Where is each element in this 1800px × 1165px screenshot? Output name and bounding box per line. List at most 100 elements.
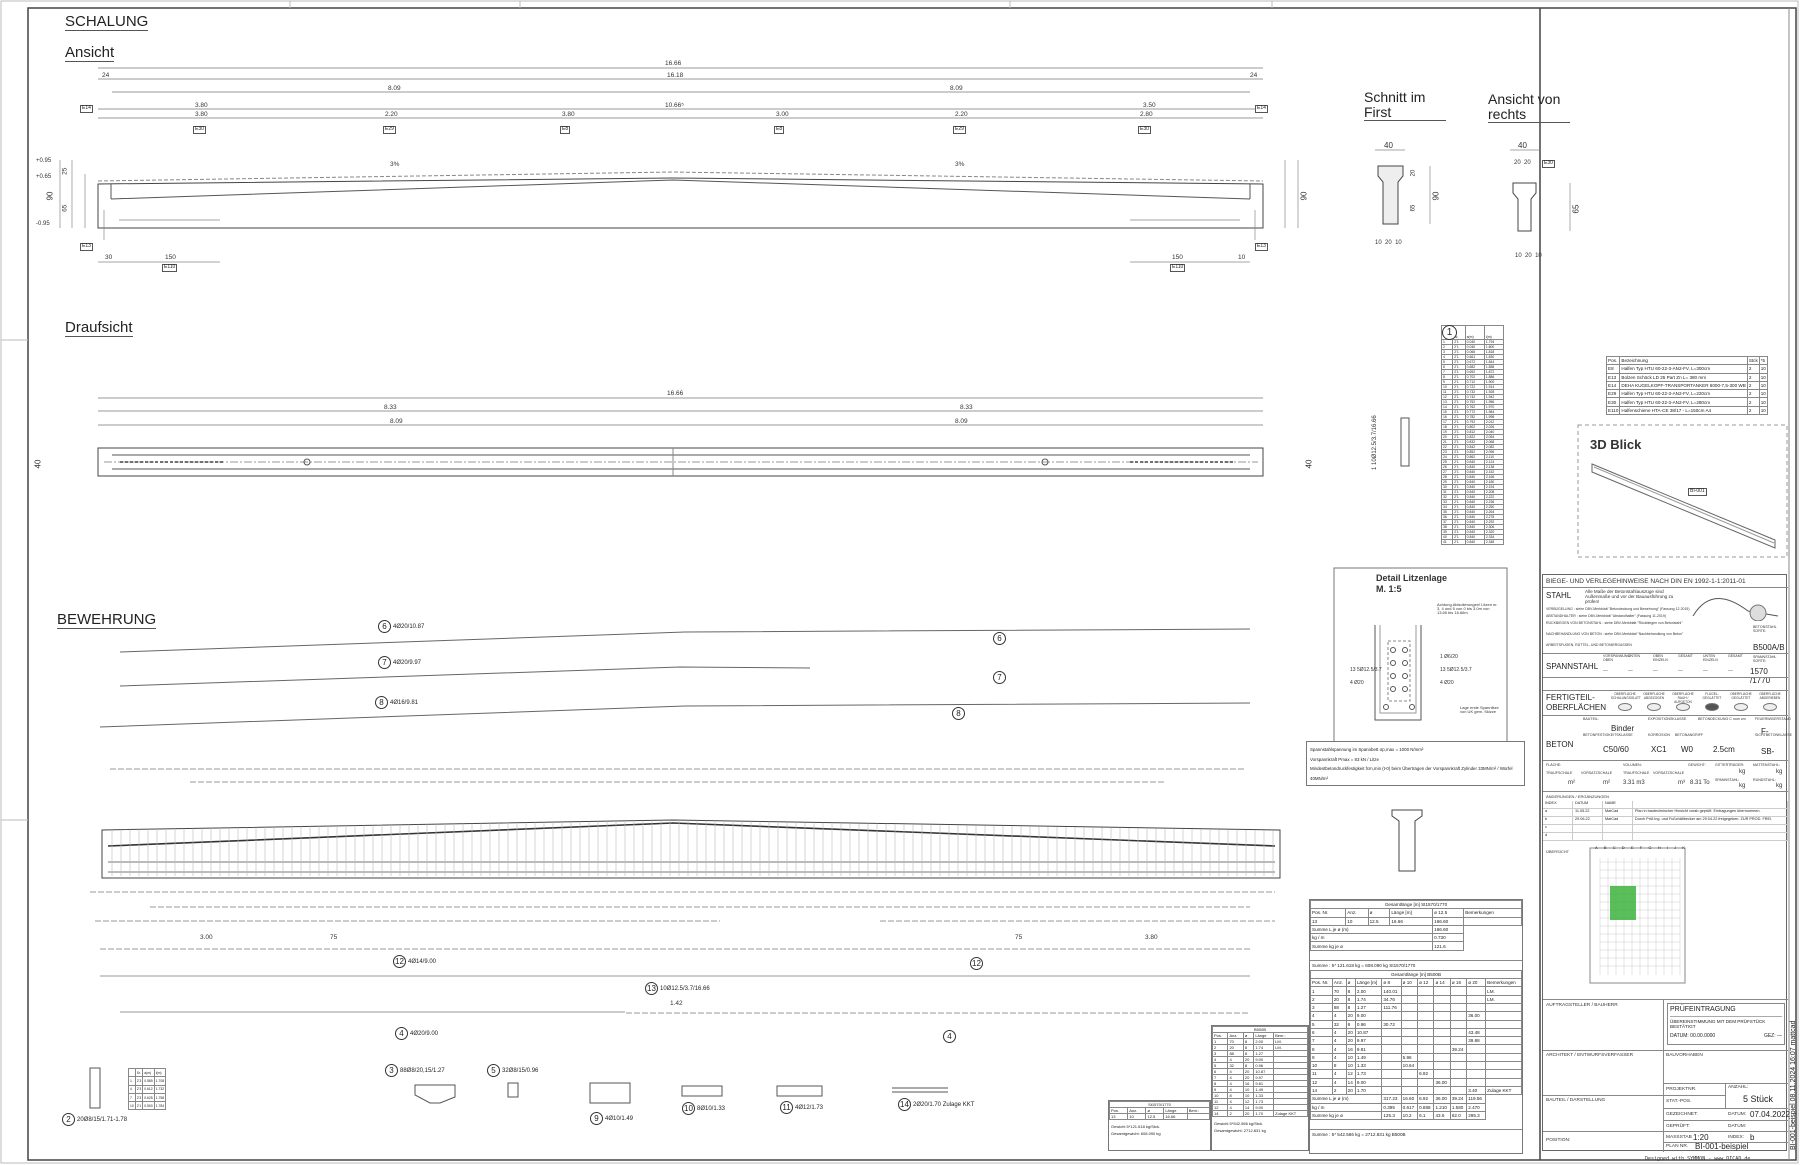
surface-symbol-icon (1618, 703, 1632, 711)
table-cell (1485, 1011, 1522, 1021)
table-cell: 9 (1310, 1052, 1333, 1063)
pruef-box: PRÜFEINTRAGUNG ÜBEREINSTIMMUNG MIT DEM P… (1667, 1003, 1785, 1045)
spannstahl-col: UNTEN (1628, 654, 1641, 658)
table-cell: 39.24 (1449, 1044, 1468, 1054)
spannstahl-sorte: 1570 /1770 (1750, 667, 1771, 685)
table-cell: 32 (1331, 1019, 1347, 1029)
table-cell: 4 (1331, 1069, 1347, 1079)
table-cell (1381, 1052, 1402, 1063)
table-cell: 1.70 (1354, 1085, 1383, 1096)
table-title: Gesamtlänge [m] B500B (1310, 969, 1522, 980)
table-cell: 2'3 (134, 1084, 144, 1094)
bar-number-circle: 11 (780, 1101, 793, 1114)
bar-spec: 32Ø8/15/0.96 (502, 1067, 539, 1074)
table-cell (1433, 1002, 1451, 1013)
heading-3d-blick: 3D Blick (1590, 437, 1642, 452)
bar-spec: 10Ø12.5/3.7/16.66 (660, 985, 710, 992)
column-header: Bemerkungen (1485, 978, 1522, 988)
bar-position-circle: 12 (970, 957, 983, 970)
level-bottom: -0.95 (36, 221, 50, 227)
table-cell: 10 (1345, 916, 1369, 926)
table-cell: 8 (1345, 1019, 1356, 1029)
overview-col-label: C (1612, 845, 1616, 850)
bar-number-circle: 8 (375, 696, 388, 709)
strand-dot (1402, 660, 1408, 666)
table-cell: 10 (1127, 1113, 1147, 1120)
table-cell (1400, 1069, 1419, 1079)
dim-row4-right: 3.50 (1143, 102, 1156, 109)
revision-cell: Plan in bautechnischer Hinsicht vorab ge… (1633, 809, 1788, 816)
table-cell: 20 (1345, 1011, 1356, 1021)
spannstahl-label: SPANNSTAHL (1546, 662, 1599, 671)
table-cell (1449, 1011, 1468, 1021)
heading-ansicht-von-rechts: Ansicht von rechts (1488, 92, 1570, 124)
bar-position-circle: 4 (943, 1030, 956, 1043)
surface-symbol-icon (1705, 703, 1719, 711)
column-header: Pos. Nr. (1309, 908, 1347, 918)
spannstahl-col: GESAMT (1728, 654, 1743, 658)
table-cell (1400, 1027, 1419, 1038)
table-cell (1449, 1027, 1468, 1038)
dim-gap-right: 75 (1015, 934, 1023, 941)
table-cell: 11 (1310, 1069, 1333, 1079)
overview-col-label: A (1595, 845, 1598, 850)
table-cell: 10 (1345, 1052, 1356, 1063)
note-nachbehandlung: NACHBEHANDLUNG VON BETON : siehe DBV-Mer… (1546, 632, 1684, 636)
schnitt-flange: 20 (1410, 169, 1417, 177)
sum-cell: 2.470 (1466, 1102, 1487, 1112)
table-cell (1381, 1077, 1402, 1087)
overview-col-label: F (1639, 845, 1643, 850)
column-header: ø 20 (1466, 978, 1487, 988)
rechts-width: 40 (1518, 141, 1527, 150)
detail-lage: Lage erste Spannlitze von UK gem. Skizze (1460, 705, 1499, 714)
betonstahl-value: B500A/B (1753, 643, 1785, 652)
surface-type: FLÜGEL-GEGLÄTTET (1702, 692, 1722, 700)
column-header: ø 8 (1381, 978, 1402, 988)
strand-dot (1402, 673, 1408, 679)
column-header: l(m) (1483, 325, 1505, 340)
detail-label-3: 13 5Ø12.5/3.7 (1440, 667, 1472, 673)
sum-cell: 121.6 (1432, 941, 1465, 951)
table-cell (1433, 1044, 1451, 1054)
table-cell: 10 (1310, 1061, 1333, 1071)
table-cell (1400, 1036, 1419, 1046)
dim-h-bottom: 65 (61, 204, 69, 212)
footer-credit: Designed with SYMMON - www.DICAD.de (1645, 1156, 1751, 1162)
table-cell: 20 (1345, 1027, 1356, 1038)
table-cell: 3.40 (1466, 1085, 1487, 1096)
table-cell (1433, 1011, 1451, 1021)
table-cell: 4 (1331, 1052, 1347, 1063)
feuer-value: F- (1761, 727, 1769, 736)
table-cell: 1.73 (1354, 1069, 1383, 1079)
aenderungen-label: ÄNDERUNGEN / ERGÄNZUNGEN (1546, 794, 1609, 799)
table-cell (1463, 916, 1522, 926)
datum2-label: DATUM: (1728, 1124, 1747, 1129)
strand-dot (1390, 647, 1396, 653)
table-cell: 2 (1746, 397, 1760, 407)
revision-row: d (1543, 833, 1788, 841)
fertigteil-label: FERTIGTEIL-OBERFLÄCHEN (1546, 693, 1607, 713)
bar-position-circle: 6 (993, 632, 1006, 645)
table-cell: 13 (1108, 1113, 1129, 1120)
surface-type: OBERFLÄCHE SCHALUNGSGLATT (1611, 692, 1641, 700)
table-cell: 10 (1758, 364, 1768, 374)
dim-row4-left: 3.80 (195, 102, 208, 109)
table-cell: 6 (1310, 1027, 1333, 1038)
bar-number-circle: 5 (487, 1064, 500, 1077)
revision-cell: b (1543, 817, 1573, 824)
column-header: ø 12.5 (1432, 908, 1465, 918)
tag-e14-left: E14 (80, 105, 93, 113)
table-cell: 1.49 (1354, 1052, 1383, 1063)
